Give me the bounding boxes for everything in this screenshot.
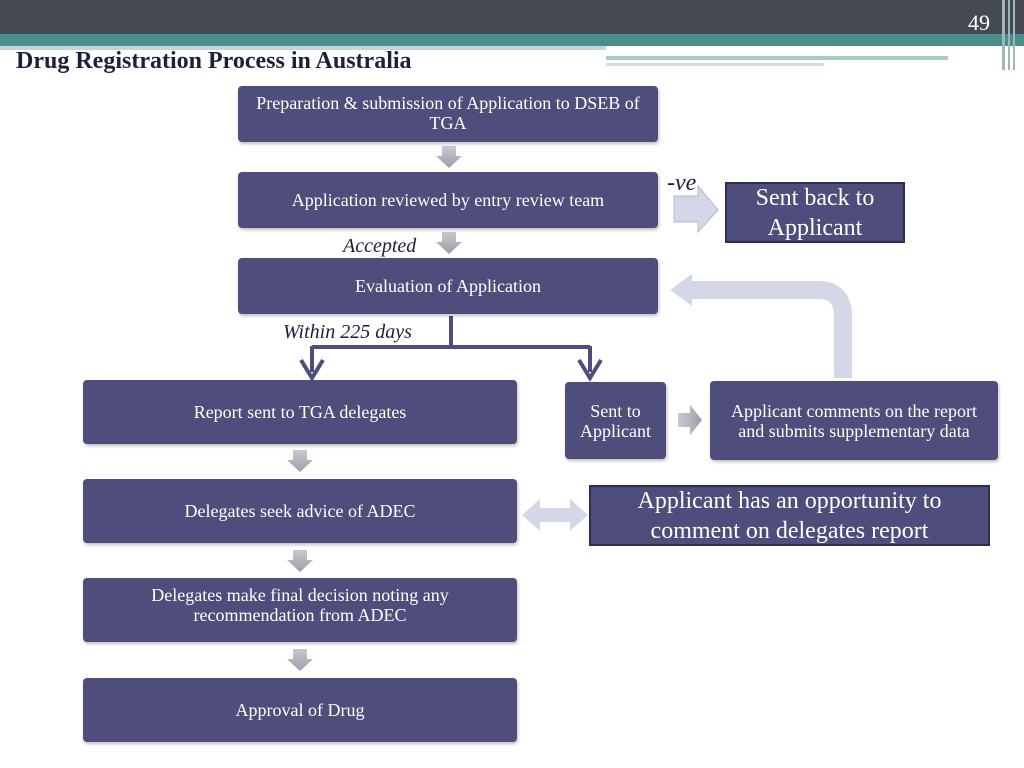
label-accepted: Accepted xyxy=(343,235,417,257)
step-approval: Approval of Drug xyxy=(83,678,517,742)
branch-connector xyxy=(310,316,592,372)
box-comment-opportunity: Applicant has an opportunity to comment … xyxy=(589,485,990,546)
box-sent-to-applicant: Sent to Applicant xyxy=(565,382,666,459)
step-entry-review: Application reviewed by entry review tea… xyxy=(238,172,658,228)
feedback-arrowhead xyxy=(670,274,692,306)
branch-arrowhead-left xyxy=(299,358,325,382)
arrow-down-3 xyxy=(287,450,313,472)
step-report-to-delegates: Report sent to TGA delegates xyxy=(83,380,517,444)
decor-bar xyxy=(1008,0,1010,70)
step-seek-adec-advice: Delegates seek advice of ADEC xyxy=(83,479,517,543)
header-band-right xyxy=(606,56,948,60)
label-negative: -ve xyxy=(667,170,697,196)
header-band xyxy=(0,34,1024,46)
arrow-down-5 xyxy=(287,649,313,671)
step-evaluation: Evaluation of Application xyxy=(238,258,658,314)
slide-number: 49 xyxy=(968,10,990,35)
box-applicant-comments: Applicant comments on the report and sub… xyxy=(710,381,998,460)
decor-bar xyxy=(1002,0,1005,70)
top-bar xyxy=(0,0,1024,34)
step-final-decision: Delegates make final decision noting any… xyxy=(83,578,517,642)
branch-arrowhead-right xyxy=(577,358,603,382)
arrow-down-1 xyxy=(436,146,462,168)
arrow-right-rejected xyxy=(673,184,719,234)
arrow-down-2 xyxy=(436,232,462,254)
header-band-light xyxy=(0,46,606,50)
box-sent-back: Sent back to Applicant xyxy=(725,182,905,243)
step-preparation-submission: Preparation & submission of Application … xyxy=(238,86,658,142)
arrow-down-4 xyxy=(287,550,313,572)
slide-title: Drug Registration Process in Australia xyxy=(16,48,412,74)
label-within-days: Within 225 days xyxy=(283,321,412,343)
feedback-arrow xyxy=(692,281,852,378)
decor-bar xyxy=(1013,0,1015,70)
double-arrow xyxy=(522,499,588,531)
arrow-right-comments xyxy=(678,405,702,435)
header-band-right-2 xyxy=(606,63,824,66)
